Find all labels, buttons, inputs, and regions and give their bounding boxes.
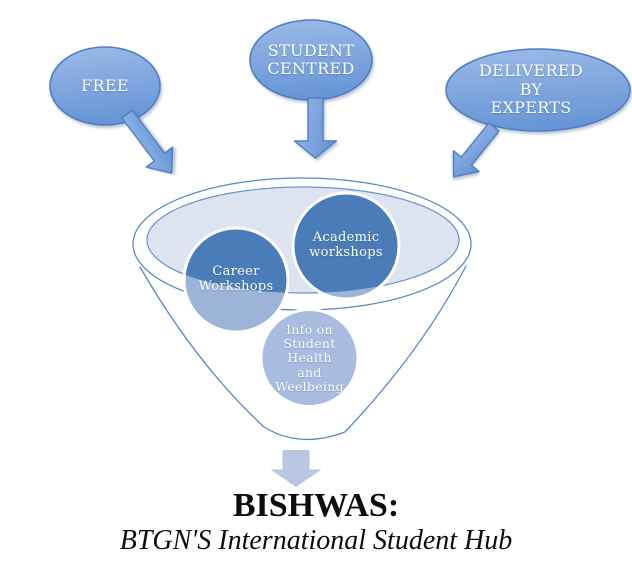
info-circle	[259, 308, 360, 408]
info-student-health-label: Info on Student Health and Weelbeing	[275, 321, 344, 395]
result-subtitle: BTGN'S International Student Hub	[119, 525, 513, 556]
delivered-by-experts-bubble	[445, 48, 631, 132]
delivered-by-experts-arrow-icon	[452, 122, 500, 178]
delivered-by-experts-bubble-label: DELIVERED BY EXPERTS	[479, 61, 583, 118]
career-workshops-circle	[182, 226, 290, 334]
output-arrow-icon	[270, 450, 322, 487]
funnel-cone-outline	[139, 265, 467, 441]
free-bubble-label: FREE	[81, 75, 129, 95]
free-bubble	[49, 46, 161, 126]
academic-workshops-label: Academic workshops	[309, 230, 383, 260]
academic-workshops-circle	[291, 191, 401, 301]
free-arrow-icon	[121, 109, 174, 174]
student-centred-arrow-icon	[293, 97, 338, 159]
result-title: BISHWAS:	[232, 487, 400, 524]
career-workshops-label: Career Workshops	[198, 264, 274, 294]
student-centred-bubble-label: STUDENT CENTRED	[267, 40, 355, 78]
